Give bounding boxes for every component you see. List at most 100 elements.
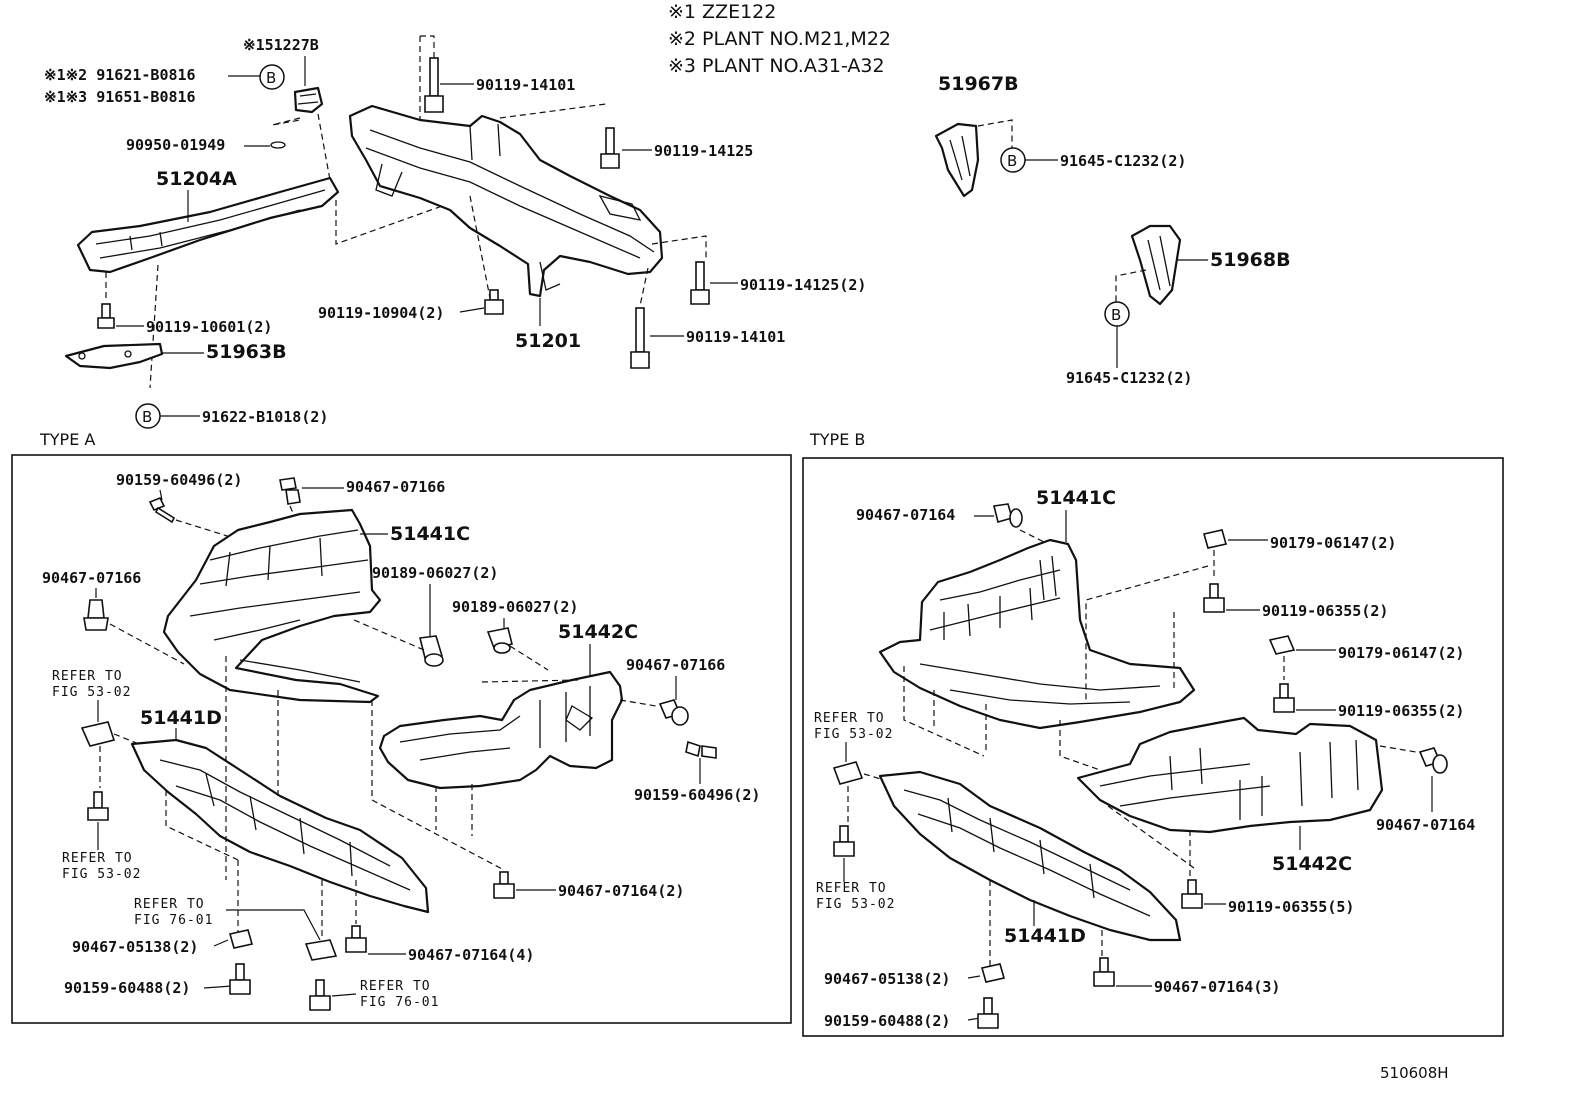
label-b-90159-60488: 90159-60488(2) xyxy=(824,1012,950,1030)
label-a-90467-07166-b: 90467-07166 xyxy=(42,569,141,587)
label-90119-14125-b: 90119-14125(2) xyxy=(740,276,866,294)
clip-a-left-icon xyxy=(83,599,109,631)
label-90119-14101-a: 90119-14101 xyxy=(476,76,575,94)
label-b-90119-06355-c: 90119-06355(5) xyxy=(1228,898,1354,916)
label-a-90467-07166-c: 90467-07166 xyxy=(626,656,725,674)
nut-a-1-icon xyxy=(80,721,116,747)
bolt-90119-10601-icon xyxy=(97,303,115,329)
label-90950: 90950-01949 xyxy=(126,136,225,154)
bolt-90119-10904-icon xyxy=(484,289,504,315)
figure-code: 510608H xyxy=(1380,1064,1449,1082)
part-51968b-icon xyxy=(1130,224,1182,306)
b-letter: B xyxy=(1007,152,1017,170)
ref-a-3-line1: REFER TO xyxy=(134,897,205,912)
label-51963b: 51963B xyxy=(206,341,287,363)
label-b-90467-07164-b: 90467-07164 xyxy=(1376,816,1475,834)
label-a-90189-06027-a: 90189-06027(2) xyxy=(372,564,498,582)
screw-b-60488-icon xyxy=(977,997,999,1029)
b-letter: B xyxy=(266,69,276,87)
label-91622: 91622-B1018(2) xyxy=(202,408,328,426)
clip-b-07164-3-icon xyxy=(1093,957,1115,987)
label-90119-14101-b: 90119-14101 xyxy=(686,328,785,346)
b-letter: B xyxy=(1111,306,1121,324)
label-51968b: 51968B xyxy=(1210,249,1291,271)
b-circle-icon xyxy=(259,64,285,90)
label-a-90467-07166-a: 90467-07166 xyxy=(346,478,445,496)
ref-b-1-line2: FIG 53-02 xyxy=(814,727,893,742)
ref-a-1-line1: REFER TO xyxy=(52,669,123,684)
clip-a-right-icon xyxy=(658,699,689,726)
label-b-51442c: 51442C xyxy=(1272,853,1352,875)
label-a-90467-05138: 90467-05138(2) xyxy=(72,938,198,956)
label-51204a: 51204A xyxy=(156,168,237,190)
screw-a-60488-icon xyxy=(229,963,251,995)
bolt-b-06355-5-icon xyxy=(1181,879,1203,909)
nut-b-06147-b-icon xyxy=(1268,635,1296,655)
label-b-90179-06147-b: 90179-06147(2) xyxy=(1338,644,1464,662)
clip-b-05138-icon xyxy=(980,963,1006,983)
label-91621: ※1※2 91621-B0816 xyxy=(44,66,196,84)
label-a-51442c: 51442C xyxy=(558,621,638,643)
part-51201-icon xyxy=(348,104,664,298)
label-a-90467-07164-a: 90467-07164(2) xyxy=(558,882,684,900)
part-a-51441d-icon xyxy=(130,738,430,914)
clip-a-05138-icon xyxy=(228,929,254,949)
label-90119-10601: 90119-10601(2) xyxy=(146,318,272,336)
note-3: ※3 PLANT NO.A31-A32 xyxy=(668,55,885,77)
ref-a-4-line2: FIG 76-01 xyxy=(360,995,439,1010)
part-a-51441c-icon xyxy=(162,508,382,704)
label-b-90119-06355-a: 90119-06355(2) xyxy=(1262,602,1388,620)
type-a-frame xyxy=(11,454,792,1024)
part-a-51442c-icon xyxy=(378,670,624,790)
label-b-90467-07164-c: 90467-07164(3) xyxy=(1154,978,1280,996)
label-b-51441d: 51441D xyxy=(1004,925,1086,947)
screw-a-right-icon xyxy=(685,740,717,759)
note-2: ※2 PLANT NO.M21,M22 xyxy=(668,28,891,50)
b-letter: B xyxy=(142,408,152,426)
type-b-label: TYPE B xyxy=(809,430,865,449)
bolt-90119-14125-icon xyxy=(600,127,620,169)
label-b-90467-05138: 90467-05138(2) xyxy=(824,970,950,988)
clip-a-07164-2-icon xyxy=(493,871,515,899)
bolt-90119-14125-2-icon xyxy=(690,261,710,305)
ref-b-2-line1: REFER TO xyxy=(816,881,887,896)
label-91645-b: 91645-C1232(2) xyxy=(1066,369,1192,387)
nut-a-76-icon xyxy=(304,939,338,961)
type-a-label: TYPE A xyxy=(39,430,95,449)
bolt-90119-14101-low-icon xyxy=(630,307,650,369)
ref-b-2-line2: FIG 53-02 xyxy=(816,897,895,912)
part-51204a-icon xyxy=(76,176,340,274)
screw-a-2-icon xyxy=(87,791,109,821)
part-b-51441d-icon xyxy=(878,770,1182,942)
clip-a-07164-4-icon xyxy=(345,925,367,953)
ref-a-2-line2: FIG 53-02 xyxy=(62,867,141,882)
label-a-90159-60488: 90159-60488(2) xyxy=(64,979,190,997)
label-90119-14125-a: 90119-14125 xyxy=(654,142,753,160)
clip-a-top-icon xyxy=(279,477,301,505)
label-b-90467-07164-a: 90467-07164 xyxy=(856,506,955,524)
label-b-51441c: 51441C xyxy=(1036,487,1116,509)
ref-a-3-line2: FIG 76-01 xyxy=(134,913,213,928)
bolt-b-06355-a-icon xyxy=(1203,583,1225,613)
label-91651: ※1※3 91651-B0816 xyxy=(44,88,196,106)
label-a-90467-07164-b: 90467-07164(4) xyxy=(408,946,534,964)
label-51227b: ※151227B xyxy=(243,36,319,54)
label-a-51441d: 51441D xyxy=(140,707,222,729)
ref-a-2-line1: REFER TO xyxy=(62,851,133,866)
nut-b-06147-a-icon xyxy=(1202,529,1228,549)
screw-a-top-icon xyxy=(148,496,176,524)
part-51967b-icon xyxy=(934,122,980,198)
label-a-51441c: 51441C xyxy=(390,523,470,545)
note-1: ※1 ZZE122 xyxy=(668,1,776,23)
label-51967b: 51967B xyxy=(938,73,1019,95)
clip-a-90189-a-icon xyxy=(419,635,444,667)
label-90119-10904: 90119-10904(2) xyxy=(318,304,444,322)
bolt-b-06355-b-icon xyxy=(1273,683,1295,713)
label-a-90189-06027-b: 90189-06027(2) xyxy=(452,598,578,616)
part-b-51442c-icon xyxy=(1076,716,1384,834)
clip-a-90189-b-icon xyxy=(486,627,513,654)
label-b-90179-06147-a: 90179-06147(2) xyxy=(1270,534,1396,552)
label-51201: 51201 xyxy=(515,330,581,352)
part-b-51441c-icon xyxy=(878,538,1196,730)
